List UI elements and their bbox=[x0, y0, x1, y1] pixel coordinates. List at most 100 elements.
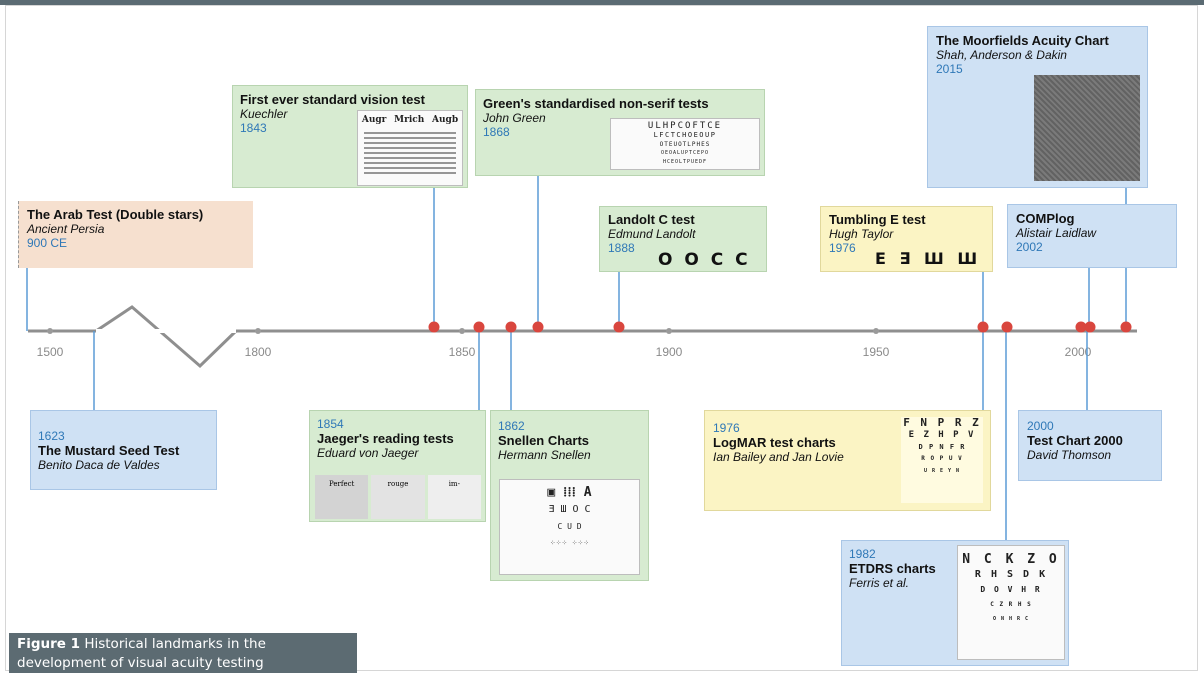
logmar-chart-image: F N P R Z E Z H P V D P N F R R O P U V … bbox=[901, 417, 983, 503]
caption-label: Figure 1 bbox=[17, 636, 81, 652]
tumbling-e-symbols: E ∃ Ш Ш bbox=[875, 249, 982, 268]
event-author: Hugh Taylor bbox=[829, 227, 894, 242]
event-marker bbox=[613, 321, 625, 333]
landolt-c-symbols: O O C C bbox=[658, 250, 751, 270]
chart-row: O N H R C bbox=[992, 616, 1030, 622]
chart-row: OTEUOTLPHES bbox=[659, 141, 711, 148]
tick-dot bbox=[873, 328, 879, 334]
event-card-landolt: Landolt C test Edmund Landolt 1888 O O C… bbox=[599, 206, 767, 272]
chart-row: ULHPCOFTCE bbox=[647, 121, 723, 131]
kuechler-col: Mrich bbox=[394, 115, 425, 125]
chart-row: Ǝ Ш O C bbox=[548, 504, 591, 515]
kuechler-col: Augb bbox=[432, 115, 459, 125]
event-marker bbox=[1084, 321, 1096, 333]
event-year: 2015 bbox=[936, 62, 963, 77]
event-author: Kuechler bbox=[240, 107, 288, 122]
green-chart-image: ULHPCOFTCE LFCTCHOEOUP OTEUOTLPHES OEOAL… bbox=[610, 118, 760, 170]
event-markers bbox=[428, 321, 1132, 333]
chart-row: E Z H P V bbox=[908, 430, 976, 440]
event-author: Benito Daca de Valdes bbox=[38, 458, 160, 473]
tick-dot bbox=[47, 328, 53, 334]
event-title: LogMAR test charts bbox=[713, 435, 836, 451]
event-author: Ian Bailey and Jan Lovie bbox=[713, 450, 844, 465]
event-author: Shah, Anderson & Dakin bbox=[936, 48, 1067, 63]
chart-row: R H S D K bbox=[974, 569, 1048, 580]
event-title: The Arab Test (Double stars) bbox=[27, 207, 204, 222]
event-year: 1888 bbox=[608, 241, 635, 256]
event-year: 1623 bbox=[38, 429, 65, 443]
snellen-chart-image: ▣ ⁞⁞⁞ A Ǝ Ш O C C U D ⁘⁘⁘ ⁘⁘⁘ bbox=[499, 479, 640, 575]
event-year: 1976 bbox=[713, 421, 740, 435]
tick-dot bbox=[459, 328, 465, 334]
event-author: Hermann Snellen bbox=[498, 448, 591, 463]
event-author: Edmund Landolt bbox=[608, 227, 696, 242]
event-card-logmar: 1976 LogMAR test charts Ian Bailey and J… bbox=[704, 410, 991, 511]
tick-label: 1850 bbox=[449, 345, 476, 359]
tick-dot bbox=[666, 328, 672, 334]
event-year: 2002 bbox=[1016, 240, 1043, 255]
chart-row: ▣ ⁞⁞⁞ A bbox=[547, 485, 592, 500]
event-title: Tumbling E test bbox=[829, 212, 926, 227]
chart-row: N C K Z O bbox=[962, 552, 1060, 567]
event-year: 1976 bbox=[829, 241, 856, 256]
event-marker bbox=[1075, 321, 1087, 333]
event-author: Eduard von Jaeger bbox=[317, 446, 419, 461]
tick-label: 1900 bbox=[656, 345, 683, 359]
tick-dot bbox=[255, 328, 261, 334]
event-year: 1843 bbox=[240, 121, 267, 136]
chart-row: HCEOLTPUEDF bbox=[662, 159, 708, 165]
caption-text: Historical landmarks in the development … bbox=[17, 636, 266, 671]
event-marker bbox=[532, 321, 544, 333]
chart-row: C Z R H S bbox=[990, 601, 1032, 608]
tick-label: 1500 bbox=[37, 345, 64, 359]
event-title: Green's standardised non-serif tests bbox=[483, 96, 709, 111]
event-title: Test Chart 2000 bbox=[1027, 433, 1123, 449]
event-title: Jaeger's reading tests bbox=[317, 431, 454, 447]
event-year: 1982 bbox=[849, 547, 876, 561]
event-year: 2000 bbox=[1027, 419, 1054, 433]
event-year: 1868 bbox=[483, 125, 510, 140]
top-bar bbox=[0, 0, 1204, 5]
jaeger-panel: im- bbox=[427, 475, 481, 519]
chart-row: ⁘⁘⁘ ⁘⁘⁘ bbox=[549, 539, 590, 547]
chart-row: U R E Y N bbox=[923, 468, 961, 474]
event-year: 1862 bbox=[498, 419, 525, 433]
event-author: John Green bbox=[483, 111, 546, 126]
event-marker bbox=[1120, 321, 1132, 333]
chart-row: OEOALUPTCEPO bbox=[660, 150, 710, 156]
event-card-kuechler: First ever standard vision test Kuechler… bbox=[232, 85, 468, 188]
event-card-mustard: 1623 The Mustard Seed Test Benito Daca d… bbox=[30, 410, 217, 490]
event-card-moorfields: The Moorfields Acuity Chart Shah, Anders… bbox=[927, 26, 1148, 188]
event-marker bbox=[505, 321, 517, 333]
event-marker bbox=[473, 321, 485, 333]
etdrs-chart-image: N C K Z O R H S D K D O V H R C Z R H S … bbox=[957, 545, 1065, 660]
jaeger-panel: Perfect bbox=[315, 475, 369, 519]
event-marker bbox=[428, 321, 440, 333]
tick-label: 1950 bbox=[863, 345, 890, 359]
event-card-green: Green's standardised non-serif tests Joh… bbox=[475, 89, 765, 176]
chart-row: D O V H R bbox=[980, 585, 1042, 594]
connector-lines bbox=[26, 176, 1127, 540]
event-title: Landolt C test bbox=[608, 212, 695, 227]
event-card-jaeger: 1854 Jaeger's reading tests Eduard von J… bbox=[309, 410, 486, 522]
event-title: The Moorfields Acuity Chart bbox=[936, 33, 1109, 48]
event-card-etdrs: 1982 ETDRS charts Ferris et al. N C K Z … bbox=[841, 540, 1069, 666]
event-year: 1854 bbox=[317, 417, 344, 431]
kuechler-col: Augr bbox=[361, 115, 387, 125]
event-title: The Mustard Seed Test bbox=[38, 443, 180, 459]
event-card-complog: COMPlog Alistair Laidlaw 2002 bbox=[1007, 204, 1177, 268]
event-card-tumbling: Tumbling E test Hugh Taylor 1976 E ∃ Ш Ш bbox=[820, 206, 993, 272]
event-author: Alistair Laidlaw bbox=[1016, 226, 1097, 241]
figure-caption: Figure 1 Historical landmarks in the dev… bbox=[9, 633, 357, 673]
tick-label: 1800 bbox=[245, 345, 272, 359]
event-title: Snellen Charts bbox=[498, 433, 590, 449]
moorfields-chart-image bbox=[1034, 75, 1140, 181]
event-author: Ferris et al. bbox=[849, 576, 910, 591]
event-title: ETDRS charts bbox=[849, 561, 936, 577]
event-title: First ever standard vision test bbox=[240, 92, 425, 107]
event-marker bbox=[977, 321, 989, 333]
chart-row: R O P U V bbox=[921, 455, 963, 462]
event-card-snellen: 1862 Snellen Charts Hermann Snellen ▣ ⁞⁞… bbox=[490, 410, 649, 581]
event-card-arab: The Arab Test (Double stars) Ancient Per… bbox=[18, 201, 253, 268]
